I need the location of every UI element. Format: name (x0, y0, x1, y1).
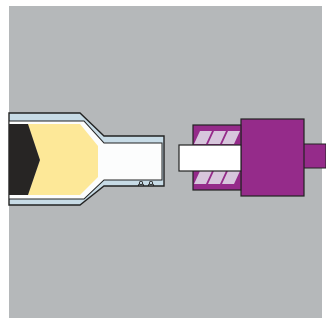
thread-stripe (222, 131, 240, 144)
thread-stripe (222, 171, 240, 184)
thread-stripe (194, 171, 212, 184)
thread-stripe (194, 131, 212, 144)
rear-stub (303, 143, 326, 169)
thread-stripe (208, 171, 226, 184)
yellow-contents (28, 124, 98, 195)
nozzle-dot (148, 180, 153, 185)
nozzle-dot (138, 180, 143, 185)
purple-connector (240, 118, 305, 197)
black-tip (9, 124, 40, 195)
male-insert (178, 144, 242, 172)
thread-pattern (194, 131, 240, 184)
right-assembly (178, 118, 326, 197)
left-assembly (8, 112, 165, 206)
thread-stripe (208, 131, 226, 144)
